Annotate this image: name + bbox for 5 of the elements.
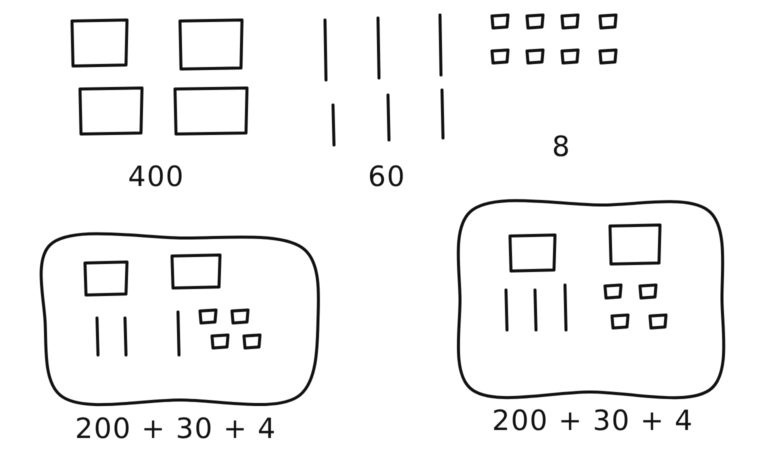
number-label: 60 <box>368 160 406 193</box>
number-label: 200 + 30 + 4 <box>75 412 276 445</box>
number-label: 200 + 30 + 4 <box>492 404 694 437</box>
number-label: 8 <box>552 130 571 163</box>
number-label: 400 <box>128 160 184 193</box>
